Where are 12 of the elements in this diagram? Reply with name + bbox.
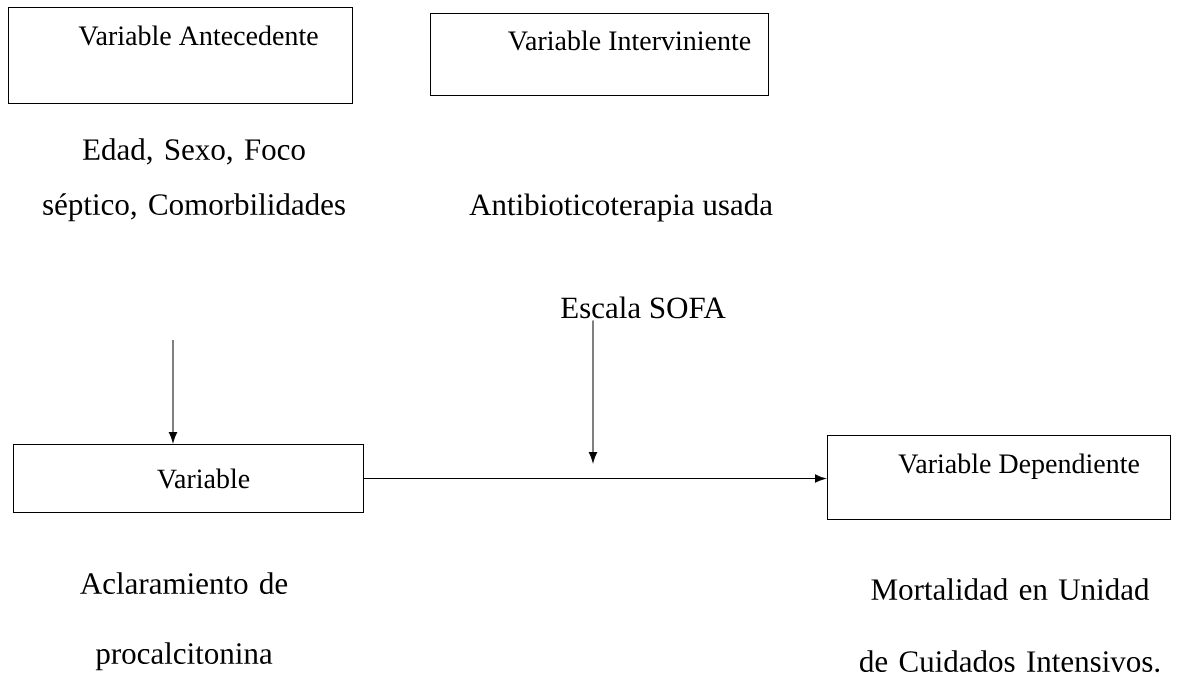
arrow	[363, 474, 826, 483]
variable-box: Variable Dependiente	[827, 435, 1171, 520]
arrow	[168, 339, 178, 443]
variable-description: Antibioticoterapia usada	[469, 193, 773, 222]
variable-box: Variable Antecedente	[8, 7, 353, 104]
variable-box: Variable	[13, 444, 364, 513]
variable-description: Edad, Sexo, Foco séptico, Comorbilidades	[43, 138, 345, 222]
variable-label: Escala SOFA	[561, 296, 726, 319]
arrow	[588, 320, 598, 463]
variable-description: Aclaramiento de procalcitonina	[80, 572, 288, 671]
variable-box: Variable Interviniente	[430, 13, 769, 96]
variable-description: Mortalidad en Unidad de Cuidados Intensivos.	[860, 578, 1160, 673]
